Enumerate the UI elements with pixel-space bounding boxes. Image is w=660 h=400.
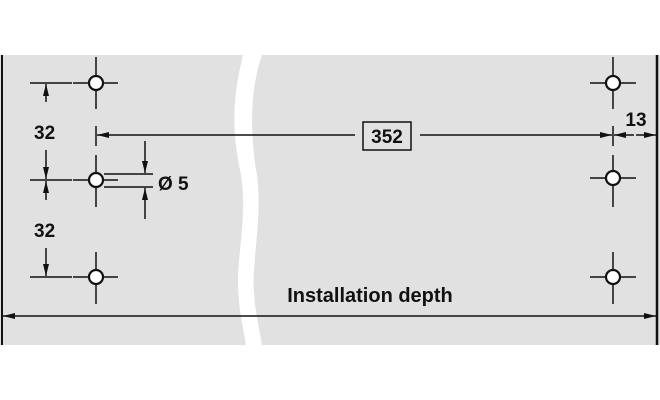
edge-offset-label: 13 (625, 110, 646, 131)
panel (0, 55, 660, 345)
hole-distance-label: 352 (371, 127, 403, 148)
vertical-spacing-dimension (30, 82, 72, 278)
hole-diameter-dimension (104, 141, 153, 219)
hole-right-top (590, 57, 636, 109)
hole-left-bottom (73, 252, 118, 304)
spacing-bottom-label: 32 (34, 221, 55, 242)
hole-diameter-label: Ø 5 (158, 174, 189, 195)
hole-left-top (73, 57, 118, 109)
hole-left-middle (73, 155, 118, 207)
hole-right-bottom (590, 252, 636, 304)
hole-right-middle (590, 155, 636, 207)
holes (73, 57, 636, 304)
spacing-top-label: 32 (34, 123, 55, 144)
hole-distance-dimension (97, 121, 612, 151)
break-line (234, 55, 262, 345)
installation-depth-label: Installation depth (287, 285, 453, 307)
